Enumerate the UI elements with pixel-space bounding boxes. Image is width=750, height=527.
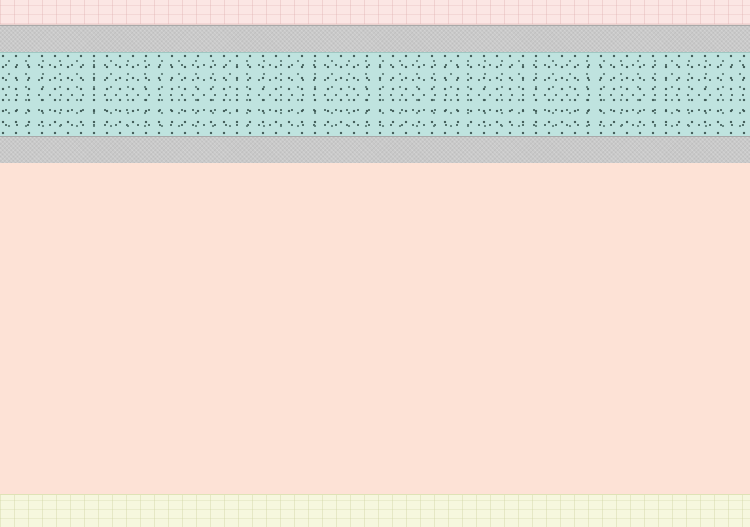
gray-band-lower [0, 136, 750, 164]
bottom-strip [0, 494, 750, 527]
main-content-area [0, 163, 750, 494]
gray-band-upper [0, 25, 750, 53]
top-strip [0, 0, 750, 25]
patterned-band [0, 52, 750, 138]
